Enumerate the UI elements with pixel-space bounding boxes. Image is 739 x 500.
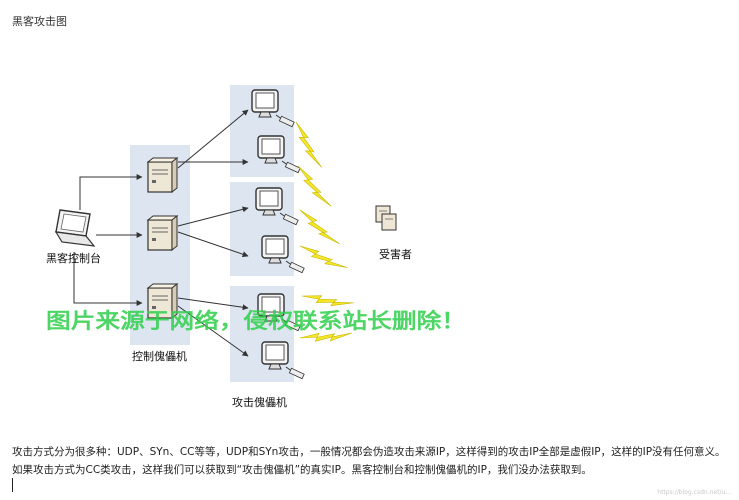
hacker-console-label: 黑客控制台	[46, 251, 101, 265]
victim-server-icon	[375, 205, 397, 231]
attack-diagram: 黑客控制台 控制傀儡机 攻击傀儡机 受害者 图片来源于网络，侵权联系站长删除！	[46, 85, 466, 409]
arrow-hacker-to-server-3	[73, 252, 143, 306]
paragraph-1: 攻击方式分为很多种：UDP、SYn、CC等等，UDP和SYn攻击，一般情况都会伪…	[12, 446, 726, 458]
lightning-icon	[295, 209, 344, 245]
lightning-icon	[299, 239, 348, 275]
arrow-server2-to-monitor4	[177, 231, 249, 258]
server-icon	[147, 157, 178, 193]
server-icon	[147, 215, 178, 251]
arrow-server2-to-monitor3	[177, 206, 249, 227]
text-cursor	[12, 478, 13, 492]
arrow-server1-to-monitor1	[177, 109, 249, 169]
source-watermark: https://blog.csdn.net/u...	[657, 489, 731, 496]
arrow-hacker-to-server-1	[79, 174, 143, 210]
attack-puppet-label: 攻击傀儡机	[232, 395, 287, 409]
page-heading: 黑客攻击图	[12, 15, 67, 28]
control-puppet-label: 控制傀儡机	[132, 349, 187, 363]
victim-label: 受害者	[379, 247, 412, 261]
arrow-server3-to-monitor6	[177, 305, 249, 357]
laptop-icon	[54, 209, 96, 247]
watermark-text: 图片来源于网络，侵权联系站长删除！	[46, 309, 466, 333]
arrow-server3-to-monitor5	[177, 297, 249, 311]
paragraph-2: 如果攻击方式为CC类攻击，这样我们可以获取到“攻击傀儡机”的真实IP。黑客控制台…	[12, 464, 592, 476]
